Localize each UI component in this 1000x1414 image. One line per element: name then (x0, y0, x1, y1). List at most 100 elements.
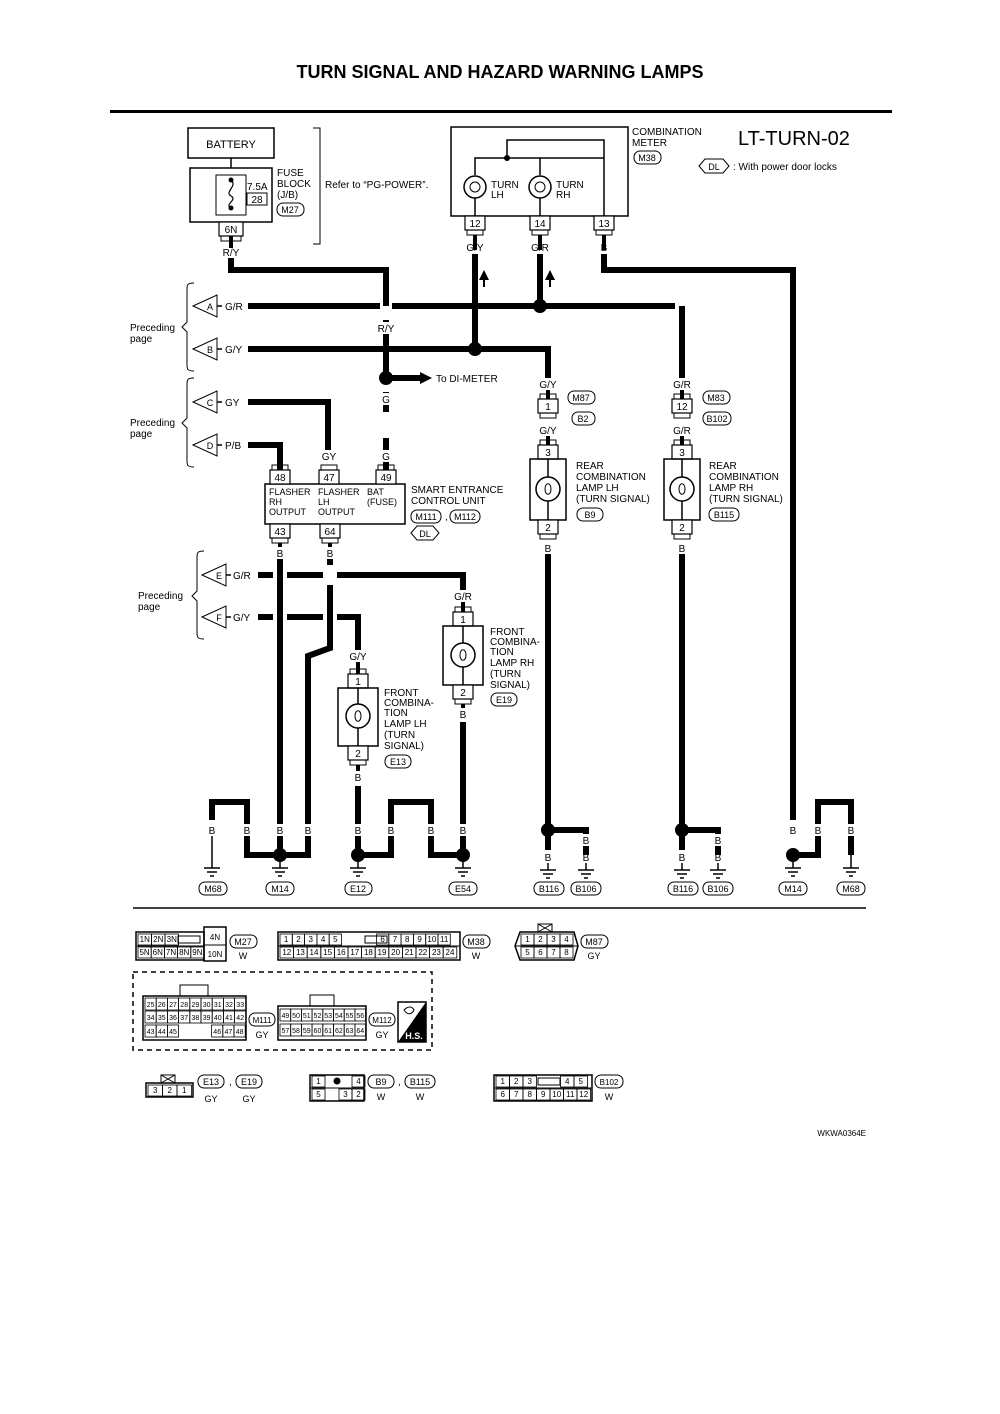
pin-number: 43 (147, 1029, 155, 1036)
legend-text: : With power door locks (733, 162, 837, 173)
pin-number: 3N (167, 935, 177, 944)
hs-icon: H.S. (397, 1001, 427, 1043)
wire-color-gr-meter: G/R (531, 243, 549, 254)
wire-color-a: G/R (225, 302, 243, 313)
wires (209, 258, 854, 858)
pin-cell (233, 1024, 246, 1038)
diagram-id: LT-TURN-02 (738, 128, 850, 150)
rear-lh-junction-pin: 1 (545, 402, 551, 413)
battery-block: BATTERY (187, 127, 275, 168)
wire-b-g15: B (679, 853, 686, 864)
pin-number: 3 (551, 935, 556, 944)
pin-number: 28 (180, 1002, 188, 1009)
front-rh-label-4: LAMP RH (490, 658, 534, 669)
b9-color: W (377, 1092, 386, 1102)
splice-points (273, 299, 800, 862)
preceding-page-group-2: Preceding page C GY D P/B (130, 377, 241, 468)
turn-lh-label-2: LH (491, 190, 504, 201)
pin-number: 5N (139, 948, 149, 957)
secu-col3-line2: (FUSE) (367, 497, 397, 507)
m87-name: M87 (585, 937, 603, 947)
pin-number: 2N (153, 935, 163, 944)
wire-color-b: G/Y (225, 345, 243, 356)
pin-number: 5 (579, 1077, 584, 1086)
connector-b: B (207, 345, 213, 355)
preceding-label: Preceding (138, 591, 183, 602)
wire-b-g2: B (244, 826, 251, 837)
preceding-label-2: page (138, 602, 161, 613)
pin-number: 63 (346, 1028, 354, 1035)
pin-number: 60 (314, 1028, 322, 1035)
pin-cell (351, 1088, 366, 1101)
front-combination-lamp-rh: G/R 1 2 B FRONT COMBINA- TION LAMP RH (T… (442, 590, 540, 721)
fuse-connector: M27 (281, 205, 299, 215)
pin-number: 3 (153, 1086, 158, 1095)
pin-number: 1N (140, 935, 150, 944)
pin-number: 5 (316, 1090, 321, 1099)
preceding-label-2: page (130, 429, 153, 440)
secu-col1-line3: OUTPUT (269, 507, 307, 517)
front-rh-pin-1: 1 (460, 615, 466, 626)
wire-b-g5: B (355, 826, 362, 837)
pin-cell (576, 1088, 591, 1101)
pin-cell (234, 1010, 247, 1024)
rear-rh-label-3: LAMP RH (709, 483, 753, 494)
connector-d: D (207, 441, 214, 451)
pin-number: 34 (147, 1015, 155, 1022)
pin-number: 41 (225, 1015, 233, 1022)
ground-m68-left: M68 (204, 884, 222, 894)
m27-pin-4n: 4N (210, 933, 220, 942)
pin-number: 19 (378, 948, 387, 957)
front-combination-lamp-lh: G/Y 1 2 B FRONT COMBINA- TION LAMP LH (T… (337, 650, 434, 784)
front-rh-connector-e19: E19 (496, 695, 512, 705)
pin-number: 2 (538, 935, 543, 944)
ground-b106-left: B106 (575, 884, 596, 894)
meter-label-2: METER (632, 138, 667, 149)
ground-b116-left: B116 (539, 884, 559, 894)
legend-badge: DL (708, 162, 720, 172)
pin-number: 2 (296, 935, 301, 944)
pin-number: 45 (169, 1029, 177, 1036)
m27-name: M27 (234, 937, 252, 947)
connector-e: E (216, 571, 222, 581)
secu-col1-line1: FLASHER (269, 487, 311, 497)
pin-number: 14 (310, 948, 319, 957)
secu-pin-47: 47 (323, 473, 335, 484)
m38-name: M38 (467, 937, 485, 947)
b115-color: W (416, 1092, 425, 1102)
wire-color-rear-lh-top: G/Y (539, 380, 557, 391)
pin-number: 3 (309, 935, 314, 944)
wire-color-gy-c: GY (322, 452, 337, 463)
wire-color-ry: R/Y (223, 248, 240, 259)
m112-color: GY (375, 1030, 388, 1040)
wire-b-g1: B (209, 826, 216, 837)
pin-number: 4 (356, 1077, 361, 1086)
pin-number: 15 (323, 948, 332, 957)
pin-number: 22 (418, 948, 427, 957)
wire-color-front-rh-out: B (460, 710, 467, 721)
pin-number: 39 (203, 1015, 211, 1022)
front-rh-label-6: SIGNAL) (490, 680, 530, 691)
wire-color-gy-meter: G/Y (466, 243, 484, 254)
pin-number: 11 (440, 935, 449, 944)
pin-number: 3 (343, 1090, 348, 1099)
secu-col3-line1: BAT (367, 487, 384, 497)
pin-number: 7 (393, 935, 398, 944)
pin-number: 32 (225, 1002, 233, 1009)
pin-number: 42 (236, 1015, 244, 1022)
meter-connector: M38 (638, 153, 656, 163)
pin-number: 5 (525, 948, 530, 957)
preceding-label-2: page (130, 334, 153, 345)
pin-number: 37 (180, 1015, 188, 1022)
rear-rh-junction-pin: 12 (676, 402, 688, 413)
e13-color: GY (204, 1094, 217, 1104)
b115-name: B115 (410, 1077, 430, 1087)
rear-rh-pin-3: 3 (679, 448, 685, 459)
front-lh-label-5: (TURN (384, 730, 415, 741)
pin-number: 2 (168, 1086, 173, 1095)
pin-number: 17 (350, 948, 359, 957)
wire-color-g-2: G (382, 452, 390, 463)
